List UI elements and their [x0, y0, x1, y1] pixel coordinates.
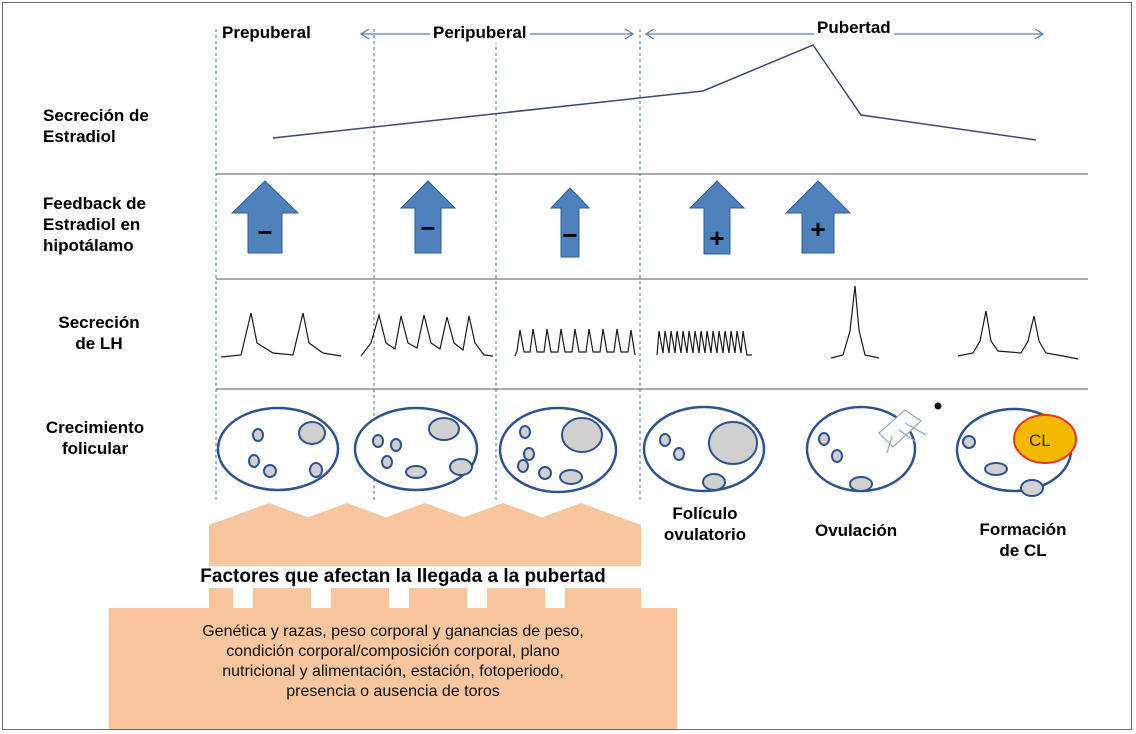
lh-trace-peripuberal-1	[360, 312, 494, 357]
feedback-sign-4: +	[709, 223, 724, 253]
phase-dividers	[215, 29, 641, 501]
lh-trace-ovulation	[830, 285, 880, 359]
phase-label-pubertad: Pubertad	[814, 18, 894, 38]
estradiol-curve	[272, 44, 1037, 141]
phase-label-peripuberal: Peripuberal	[430, 23, 530, 43]
factor-arrows	[209, 503, 641, 609]
feedback-arrow-4	[688, 180, 746, 255]
feedback-sign-2: −	[420, 213, 435, 243]
corpus-luteum	[1013, 414, 1077, 464]
row-separators	[216, 173, 1088, 390]
feedback-arrow-2	[399, 180, 457, 254]
row-label-estradiol-secretion: Secreción de Estradiol	[43, 106, 149, 146]
lh-pulse-traces	[220, 285, 1079, 360]
phase-label-prepuberal: Prepuberal	[219, 23, 314, 43]
factors-line-1: Genética y razas, peso corporal y gananc…	[202, 623, 584, 640]
feedback-arrow-1	[230, 180, 300, 254]
row-label-lh-secretion: Secreción de LH	[58, 313, 140, 353]
follicles	[248, 417, 1044, 497]
label-ovulation: Ovulación	[815, 521, 898, 540]
lh-trace-prepuberal	[220, 312, 342, 358]
cl-label: CL	[1029, 431, 1051, 450]
ovary-1	[216, 406, 340, 492]
label-ovulatory-follicle: Folículo ovulatorio	[663, 504, 747, 544]
ovary-3	[498, 406, 618, 494]
lh-trace-peripuberal-2	[514, 328, 636, 357]
oocyte-dot	[934, 402, 942, 410]
ovulation-rupture	[878, 409, 927, 454]
feedback-sign-1: −	[257, 217, 272, 247]
feedback-sign-5: +	[810, 214, 825, 244]
ovaries	[216, 405, 1073, 494]
lh-trace-pubertal	[656, 330, 752, 356]
feedback-arrows	[230, 180, 852, 258]
factors-line-2: condición corporal/composición corporal,…	[226, 643, 560, 660]
feedback-arrow-5	[784, 180, 852, 254]
feedback-signs: − − − + +	[257, 213, 825, 253]
row-label-estradiol-feedback: Feedback de Estradiol en hipotálamo	[43, 194, 146, 255]
lh-trace-luteal	[957, 310, 1079, 360]
row-label-follicular-growth: Crecimiento folicular	[45, 418, 145, 458]
feedback-sign-3: −	[562, 220, 577, 250]
label-cl-formation: Formación de CL	[979, 520, 1067, 560]
factors-title: Factores que afectan la llegada a la pub…	[153, 566, 653, 588]
factors-line-4: presencia o ausencia de toros	[286, 683, 500, 700]
factors-box: Genética y razas, peso corporal y gananc…	[109, 608, 677, 729]
feedback-arrow-3	[549, 187, 591, 258]
factor-arrow-5	[521, 503, 641, 608]
factors-line-3: nutricional y alimentación, estación, fo…	[222, 663, 564, 680]
